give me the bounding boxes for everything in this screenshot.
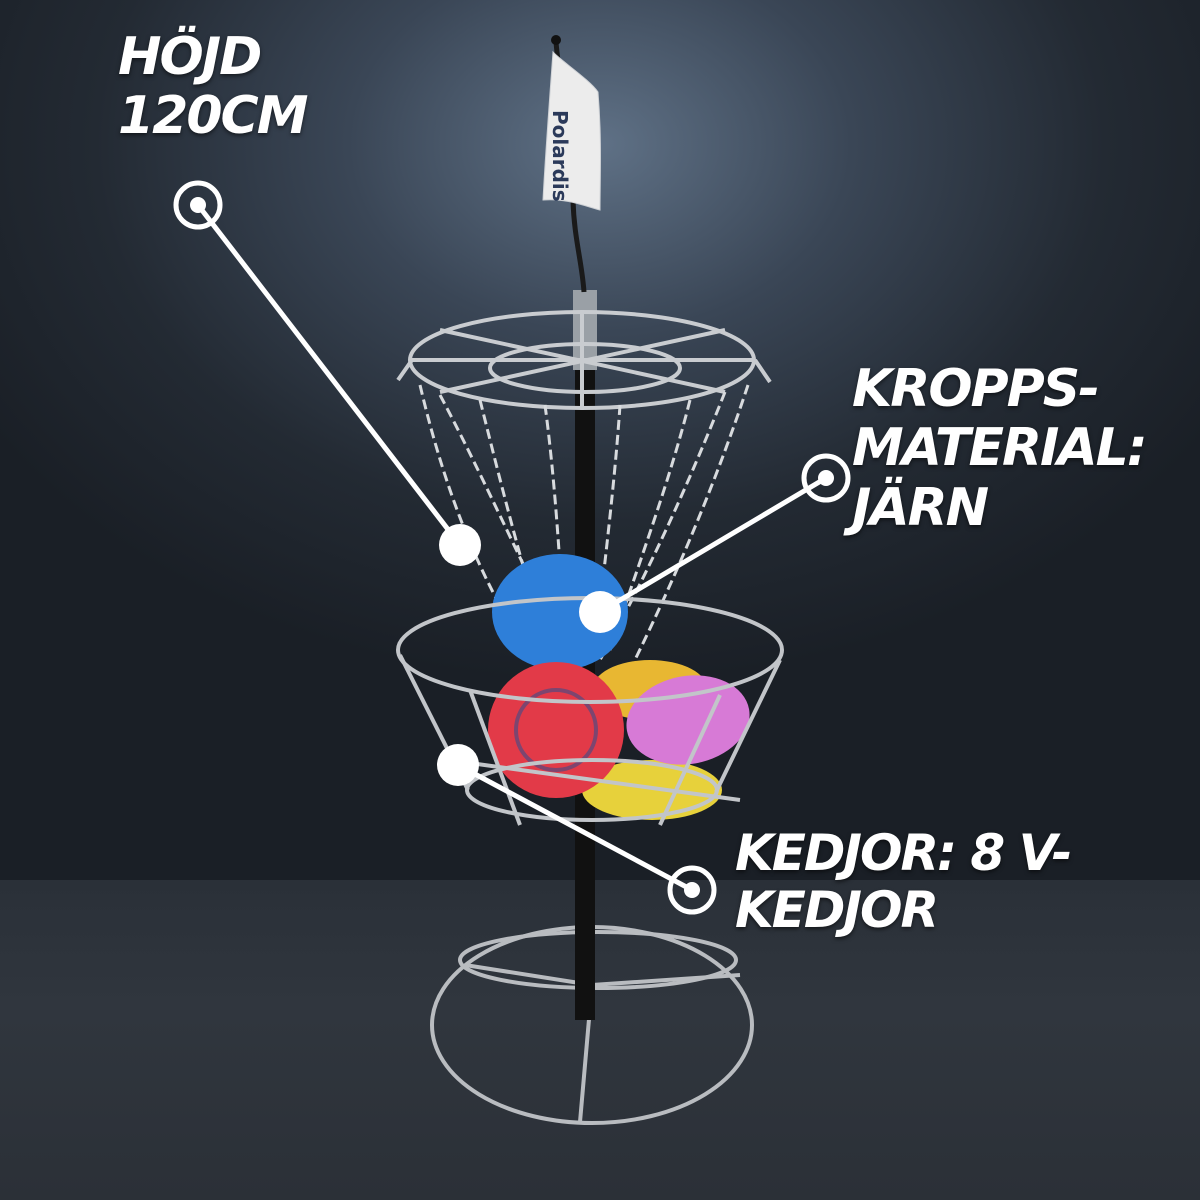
callout-height-line1: HÖJD <box>118 27 262 87</box>
callout-chains-ring <box>667 865 717 915</box>
callout-chains-anchor <box>437 744 479 786</box>
callout-height-anchor <box>439 524 481 566</box>
callout-material-label: KROPPS- MATERIAL: JÄRN <box>852 359 1148 538</box>
callout-material-line1: KROPPS- <box>852 359 1100 419</box>
callout-height <box>173 180 481 566</box>
callout-height-dot <box>190 197 206 213</box>
callout-height-label: HÖJD 120CM <box>118 27 308 147</box>
callout-material-ring <box>801 453 851 503</box>
callout-material-dot <box>818 470 834 486</box>
callout-chains-line2: KEDJOR <box>735 881 939 939</box>
callout-chains-label: KEDJOR: 8 V- KEDJOR <box>735 824 1072 939</box>
pole-collar <box>573 290 597 370</box>
callout-material <box>579 453 851 633</box>
flag-brand-text: Polardis <box>548 110 572 202</box>
callout-chains <box>437 744 717 915</box>
callout-height-ring <box>173 180 223 230</box>
disc-yellow <box>582 760 722 820</box>
callout-material-anchor <box>579 591 621 633</box>
chain-catcher <box>396 310 772 410</box>
flag-rod-tip <box>551 35 561 45</box>
callout-material-line2: MATERIAL: <box>852 418 1148 479</box>
callout-chains-line1: KEDJOR: 8 V- <box>735 824 1072 882</box>
callout-chains-dot <box>684 882 700 898</box>
callout-height-line2: 120CM <box>118 86 308 147</box>
disc-red-print <box>514 688 598 772</box>
callout-material-line3: JÄRN <box>852 477 989 538</box>
flag: Polardis <box>542 50 601 211</box>
disc-red <box>488 662 624 798</box>
disc-blue <box>492 554 628 670</box>
